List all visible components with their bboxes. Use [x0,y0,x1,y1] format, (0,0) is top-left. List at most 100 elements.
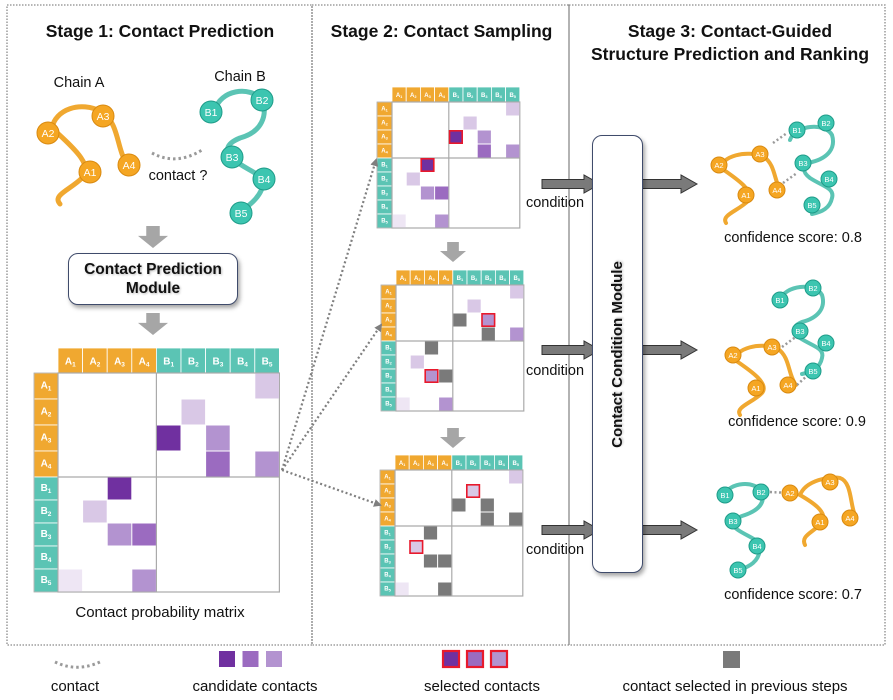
selected-contact-cell [424,368,439,383]
previous-contact-cell [423,526,438,540]
column-header-label: B4 [495,93,502,99]
column-header-label: A4 [438,93,445,99]
column-header-label: A1 [65,356,76,368]
previous-contact-cell [439,369,453,383]
node-b2: B2 [817,114,835,132]
node-a3: A3 [751,145,769,163]
residue-label: A1 [741,191,750,200]
confidence-score-1: confidence score: 0.8 [724,230,862,246]
residue-node [788,121,806,139]
selected-contact-cell [448,130,464,145]
contact-dotted-arc [151,148,203,161]
node-b3: B3 [794,154,812,172]
legend-previous-swatch [723,651,740,668]
column-header-label: A4 [139,356,150,368]
column-header-label: A2 [89,356,100,368]
previous-contact-cell [509,512,523,526]
row-header-label: B5 [384,586,391,592]
row-header-label: B1 [41,483,52,495]
node-b1: B1 [716,486,734,504]
residue-label: B5 [235,209,248,220]
residue-label: A4 [123,161,136,172]
row-header-label: B1 [381,162,388,168]
previous-contact-cell [423,554,438,568]
residue-label: B3 [795,327,804,336]
previous-contact-cell [453,313,467,327]
module-label-line2: Module [125,280,181,297]
node-b4: B4 [817,334,835,352]
column-header-label: A1 [396,93,403,99]
row-header-label: B3 [41,529,52,541]
candidate-cell-light [255,451,279,477]
column-header-label: B2 [471,276,478,282]
legend-candidate-swatch-3 [266,651,282,667]
contact-dotted-line [782,171,798,185]
residue-node [724,512,742,530]
contact-dotted-line [772,131,788,145]
residue-label: A4 [845,514,854,523]
panel-frames [6,4,886,646]
column-header-label: A2 [413,461,420,467]
residue-node [817,114,835,132]
candidate-cell-faint [509,470,523,484]
node-a4: A4 [779,376,797,394]
down-arrow-step3 [440,428,466,448]
residue-node [229,201,253,225]
row-header-label: B3 [381,190,388,196]
residue-label: A1 [84,168,97,179]
node-b4: B4 [252,167,276,191]
row-header-label: A2 [381,120,388,126]
node-b2: B2 [752,483,770,501]
residue-node [811,513,829,531]
row-header-label: B4 [41,552,52,564]
node-a4: A4 [841,509,859,527]
contact-prediction-module: Contact Prediction Module [68,253,238,305]
row-header-label: B5 [41,575,52,587]
node-b2: B2 [250,88,274,112]
confidence-score-2: confidence score: 0.9 [728,414,866,430]
column-header-label: B1 [163,356,174,368]
chain-a-backbone [49,104,131,207]
candidate-cell-faint [410,355,424,369]
residue-label: B3 [728,517,737,526]
residue-node [779,376,797,394]
condition-label-3: condition [525,542,585,558]
row-header-label: A1 [385,289,392,295]
column-header-label: A1 [400,276,407,282]
residue-node [751,145,769,163]
node-b1: B1 [199,100,223,124]
candidate-cell-faint [406,172,420,186]
row-header-label: A4 [385,331,392,337]
row-header-label: B3 [385,373,392,379]
column-header-label: B1 [456,461,463,467]
candidate-cell-faint [510,285,524,299]
residue-node [763,338,781,356]
column-header-label: B5 [512,461,519,467]
node-b5: B5 [729,561,747,579]
flow-arrows [138,226,466,448]
row-header-label: A1 [41,381,52,393]
residue-label: A2 [728,351,737,360]
residue-node [791,322,809,340]
residue-node [748,537,766,555]
row-header-label: A2 [41,407,52,419]
residue-label: B2 [756,488,765,497]
residue-node [821,473,839,491]
row-header-label: B4 [381,204,388,210]
sampling-link-1 [280,158,379,471]
candidate-cell-faint [463,116,477,130]
selected-contact-cell [420,158,435,173]
node-b2: B2 [804,279,822,297]
residue-label: B5 [808,367,817,376]
candidate-cell-light [420,186,435,200]
previous-contact-cell [438,554,452,568]
residue-node [724,346,742,364]
condition-arrow-out-2 [639,340,699,360]
legend-previous-label: contact selected in previous steps [622,678,848,695]
